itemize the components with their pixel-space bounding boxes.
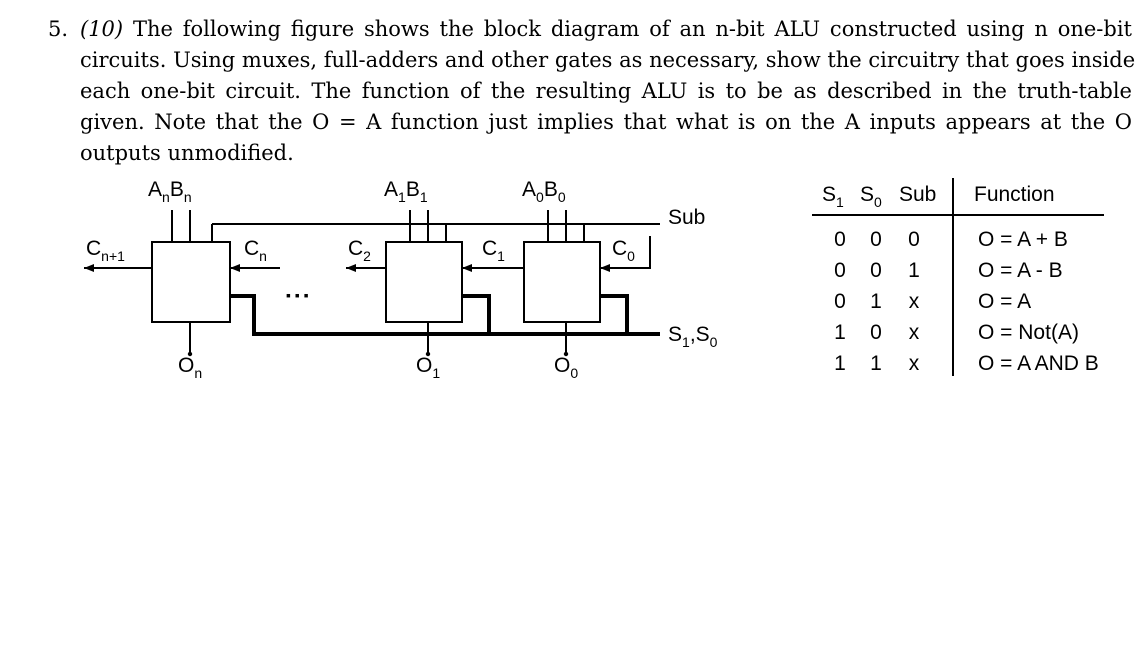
one-bit-block-n <box>151 210 231 357</box>
row-1-sub: 0 <box>908 228 920 251</box>
question-line-1-text: The following figure shows the block dia… <box>132 17 1132 41</box>
row-2-s0: 0 <box>870 259 882 282</box>
row-3-s1: 0 <box>834 290 846 313</box>
block-n-inputs: AnBn <box>148 178 192 205</box>
row-3-function: O = A <box>978 290 1031 313</box>
question-points: (10) <box>80 17 124 41</box>
row-4-s0: 0 <box>870 321 882 344</box>
row-5-s0: 1 <box>870 352 882 375</box>
table-row: 0 0 0 O = A + B <box>834 228 1068 251</box>
sub-label: Sub <box>668 206 705 229</box>
row-3-s0: 1 <box>870 290 882 313</box>
cn-label: Cn <box>244 237 267 264</box>
c2-label: C2 <box>348 237 371 264</box>
block-n-output: On <box>178 354 202 381</box>
select-label: S1,S0 <box>668 323 718 350</box>
table-row: 1 1 x O = A AND B <box>834 352 1099 375</box>
question-line-2: circuits. Using muxes, full-adders and o… <box>80 48 1136 72</box>
c0-label: C0 <box>612 237 635 264</box>
truth-table: S1 S0 Sub Function 0 0 0 O = A + B 0 0 1… <box>812 178 1104 376</box>
row-5-s1: 1 <box>834 352 846 375</box>
row-2-sub: 1 <box>908 259 920 282</box>
header-sub: Sub <box>899 183 936 206</box>
header-s1: S1 <box>822 183 844 210</box>
question-line-3: each one-bit circuit. The function of th… <box>80 79 1132 103</box>
question-line-5: outputs unmodified. <box>80 141 294 165</box>
one-bit-block-0 <box>523 210 601 357</box>
row-4-s1: 1 <box>834 321 846 344</box>
row-4-sub: x <box>909 321 920 344</box>
header-s0: S0 <box>860 183 882 210</box>
row-1-s1: 0 <box>834 228 846 251</box>
row-1-function: O = A + B <box>978 228 1068 251</box>
question-5: 5. (10) The following figure shows the b… <box>48 14 1136 169</box>
row-5-sub: x <box>909 352 920 375</box>
block-1-output: O1 <box>416 354 440 381</box>
question-text: (10) The following figure shows the bloc… <box>80 14 1136 169</box>
row-4-function: O = Not(A) <box>978 321 1079 344</box>
row-2-s1: 0 <box>834 259 846 282</box>
row-2-function: O = A - B <box>978 259 1063 282</box>
cout-label: Cn+1 <box>86 237 125 264</box>
c1-label: C1 <box>482 237 505 264</box>
ellipsis: ▪ ▪ ▪ <box>286 287 309 303</box>
row-1-s0: 0 <box>870 228 882 251</box>
block-0-output: O0 <box>554 354 578 381</box>
c0-arrow <box>600 236 651 272</box>
row-5-function: O = A AND B <box>978 352 1099 375</box>
sub-line <box>211 223 660 242</box>
header-function: Function <box>974 183 1055 206</box>
block-0-inputs: A0B0 <box>522 178 566 205</box>
question-line-4: given. Note that the O = A function just… <box>80 110 1132 134</box>
question-line-1: (10) The following figure shows the bloc… <box>80 14 1132 45</box>
question-number: 5. <box>48 17 69 41</box>
one-bit-block-1 <box>385 210 463 357</box>
select-bus <box>230 294 660 336</box>
table-row: 1 0 x O = Not(A) <box>834 321 1079 344</box>
block-1-inputs: A1B1 <box>384 178 428 205</box>
table-row: 0 0 1 O = A - B <box>834 259 1062 282</box>
row-3-sub: x <box>909 290 920 313</box>
table-row: 0 1 x O = A <box>834 290 1031 313</box>
